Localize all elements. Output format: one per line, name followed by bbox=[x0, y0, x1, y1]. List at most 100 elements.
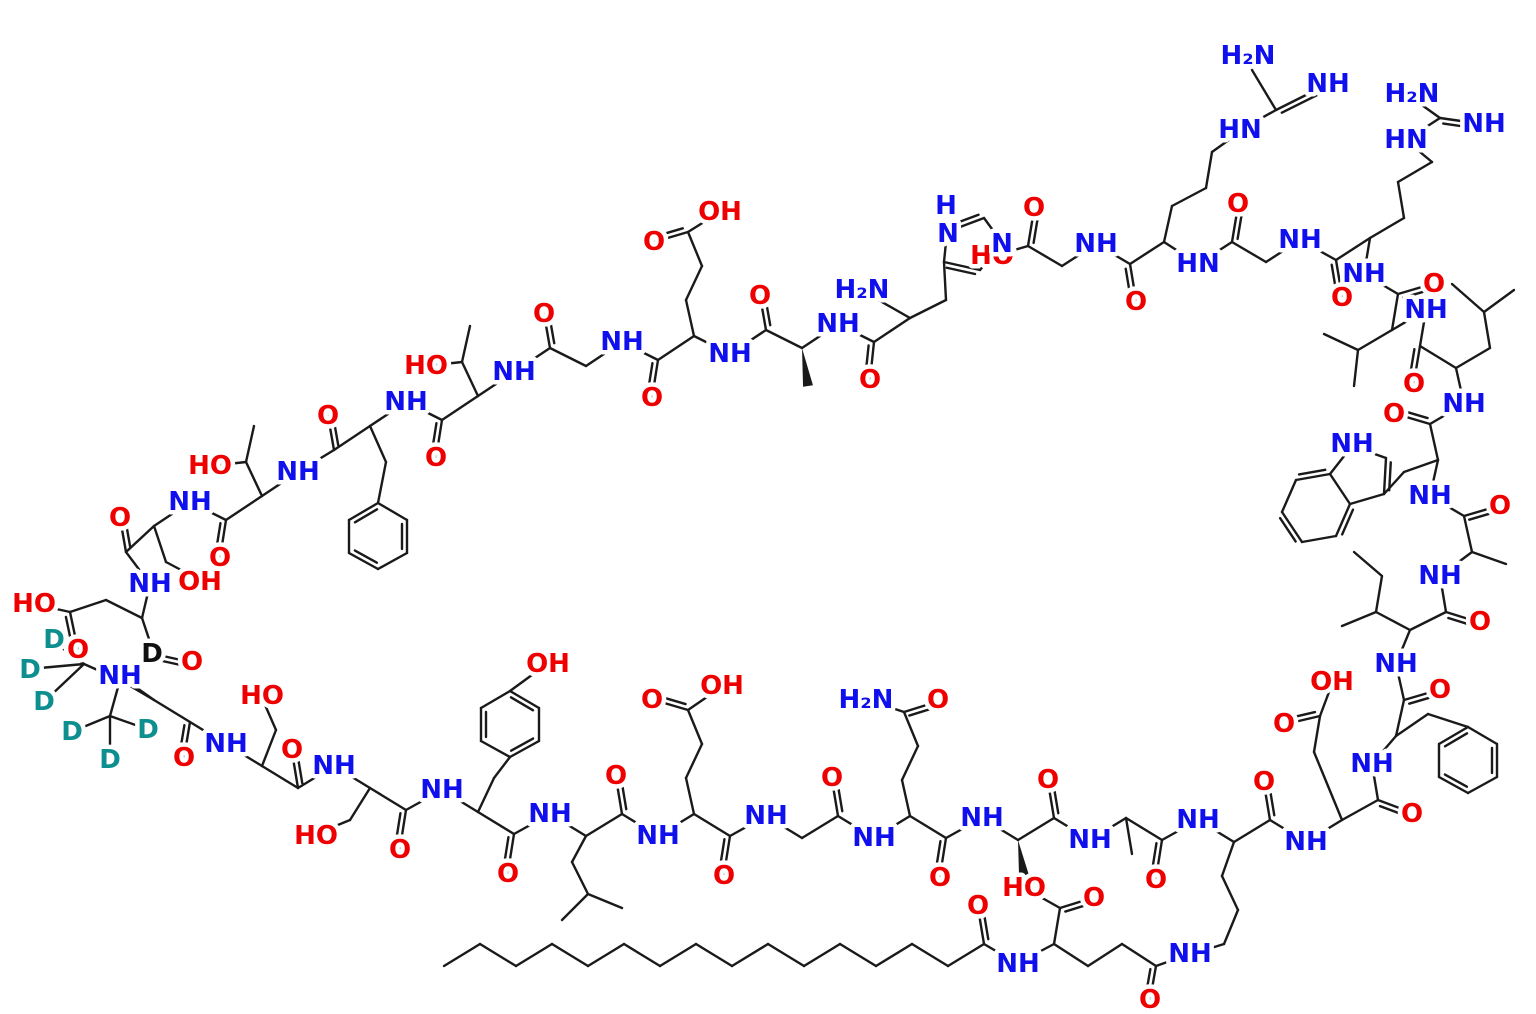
atom-label: D bbox=[137, 715, 159, 745]
atom-label: NH bbox=[1350, 749, 1394, 779]
single-bond bbox=[1060, 242, 1098, 268]
single-bond bbox=[764, 328, 804, 350]
double-bond bbox=[722, 834, 732, 876]
single-bond bbox=[1362, 272, 1400, 296]
double-bond-inner bbox=[332, 417, 340, 447]
single-bond bbox=[1220, 840, 1236, 878]
single-bond bbox=[942, 260, 948, 302]
single-bond bbox=[440, 788, 480, 814]
double-bond-inner bbox=[1468, 510, 1497, 521]
single-bond bbox=[1362, 236, 1372, 276]
single-bond bbox=[1340, 798, 1380, 822]
single-bond bbox=[1394, 712, 1430, 738]
atom-label: OH bbox=[526, 649, 570, 679]
double-bond-inner bbox=[658, 695, 687, 706]
single-bond bbox=[1382, 470, 1406, 496]
single-bond bbox=[1454, 346, 1492, 370]
double-bond bbox=[1280, 510, 1304, 544]
double-bond bbox=[868, 340, 876, 382]
single-bond bbox=[1052, 816, 1092, 842]
atom-label: NH bbox=[1408, 481, 1452, 511]
single-bond bbox=[1304, 818, 1344, 844]
double-bond bbox=[347, 551, 380, 571]
double-bond bbox=[68, 610, 80, 652]
atom-label: O bbox=[1083, 883, 1105, 913]
single-bond bbox=[140, 616, 156, 656]
double-bond-inner bbox=[1297, 468, 1327, 476]
double-bond bbox=[508, 689, 541, 710]
single-bond bbox=[686, 708, 704, 746]
atom-label: OH bbox=[698, 197, 742, 227]
atom-label: NH bbox=[492, 357, 536, 387]
atom-label: HN bbox=[1218, 115, 1262, 145]
atom-label: O bbox=[1401, 799, 1423, 829]
single-bond bbox=[1328, 444, 1354, 476]
atom-label: NH bbox=[816, 309, 860, 339]
single-bond bbox=[656, 812, 696, 838]
atom-label: O bbox=[67, 635, 89, 665]
double-bond bbox=[902, 700, 938, 714]
single-bond bbox=[1052, 906, 1062, 946]
double-bond bbox=[830, 778, 840, 818]
atom-label: D bbox=[33, 687, 55, 717]
single-bond bbox=[910, 942, 950, 968]
single-bond bbox=[314, 818, 352, 836]
single-bond bbox=[108, 714, 146, 730]
single-bond bbox=[188, 500, 228, 522]
single-bond bbox=[38, 662, 86, 670]
atom-label: HN bbox=[1176, 249, 1220, 279]
single-bond bbox=[1462, 514, 1474, 554]
single-bond bbox=[1438, 550, 1474, 578]
single-bond bbox=[1124, 816, 1134, 856]
single-bond bbox=[908, 814, 948, 840]
atom-label: NH bbox=[1074, 229, 1118, 259]
double-bond bbox=[1382, 456, 1388, 496]
atom-label: NH bbox=[128, 569, 172, 599]
atom-label: H₂N bbox=[1221, 41, 1276, 71]
single-bond bbox=[944, 816, 984, 840]
single-bond bbox=[1470, 550, 1508, 566]
double-bond-inner bbox=[620, 779, 628, 811]
single-bond bbox=[1154, 952, 1192, 968]
atom-label: D bbox=[141, 639, 163, 669]
single-bond bbox=[442, 942, 482, 968]
single-bond bbox=[872, 316, 912, 344]
atom-label: NH bbox=[600, 327, 644, 357]
single-bond bbox=[1482, 288, 1516, 314]
atom-label: D bbox=[61, 717, 83, 747]
single-bond bbox=[1426, 712, 1470, 729]
double-bond-inner bbox=[1388, 461, 1392, 492]
atom-label: NH bbox=[312, 751, 356, 781]
atom-label: O bbox=[821, 763, 843, 793]
single-bond bbox=[1390, 308, 1428, 332]
double-bond bbox=[1128, 262, 1138, 302]
double-bond-inner bbox=[430, 421, 438, 455]
double-bond bbox=[1284, 714, 1322, 726]
double-bond bbox=[1046, 780, 1056, 820]
double-bond bbox=[1230, 204, 1240, 244]
atom-label: H₂N bbox=[839, 685, 894, 715]
single-bond bbox=[622, 942, 662, 968]
single-bond bbox=[992, 244, 1030, 258]
single-bond bbox=[476, 370, 516, 398]
single-bond bbox=[1406, 140, 1434, 164]
atom-label: NH bbox=[1330, 429, 1374, 459]
single-bond bbox=[866, 698, 906, 714]
atom-label: NH bbox=[708, 339, 752, 369]
atom-label: NH bbox=[168, 487, 212, 517]
single-bond bbox=[764, 814, 804, 840]
single-bond bbox=[684, 776, 696, 816]
atom-label: NH bbox=[420, 775, 464, 805]
single-bond bbox=[1298, 238, 1338, 262]
atom-label: O bbox=[643, 227, 665, 257]
single-bond bbox=[118, 652, 156, 678]
double-bond bbox=[1412, 344, 1422, 384]
single-bond bbox=[1350, 444, 1388, 460]
atom-label: O bbox=[317, 401, 339, 431]
atom-label: O bbox=[713, 861, 735, 891]
single-bond bbox=[802, 942, 842, 968]
single-bond bbox=[479, 689, 512, 710]
double-bond bbox=[1154, 838, 1164, 880]
double-bond bbox=[1294, 472, 1332, 482]
